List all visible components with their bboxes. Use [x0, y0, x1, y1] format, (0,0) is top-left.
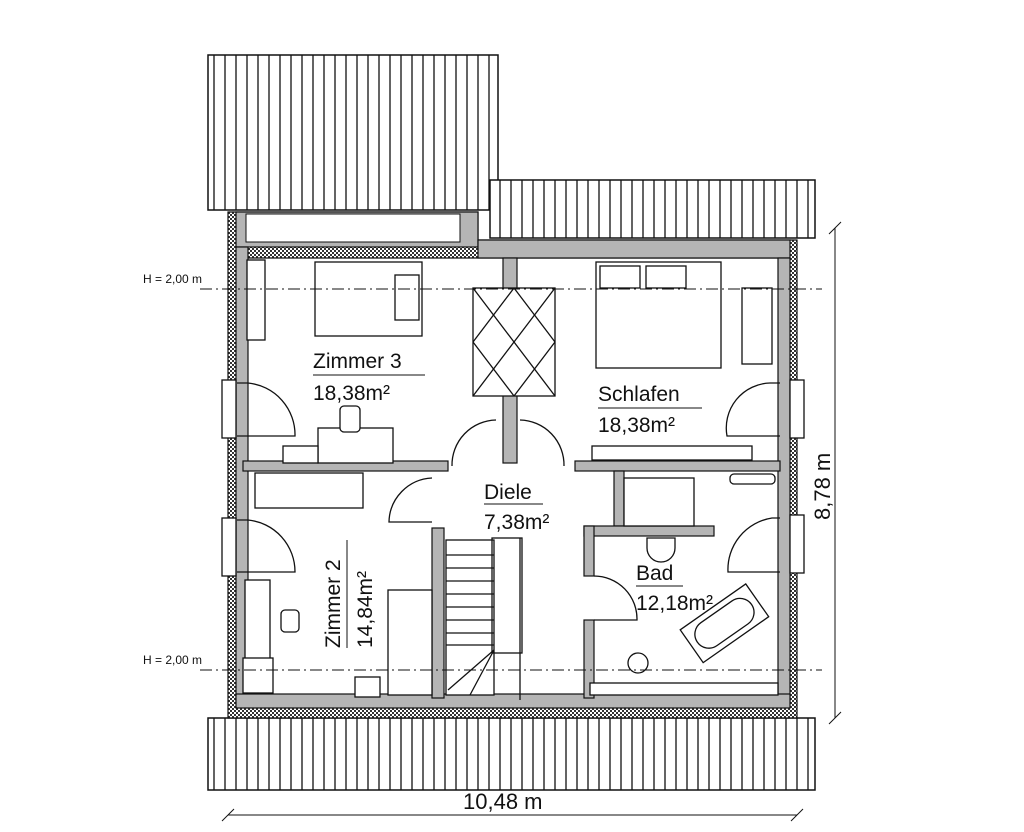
- room-name: Zimmer 3: [313, 350, 402, 373]
- furniture: [242, 259, 779, 698]
- room-name: Zimmer 2: [322, 559, 345, 648]
- roof-bottom: [207, 717, 816, 791]
- staircase: [445, 537, 523, 700]
- room-schlafen: Schlafen 18,38m²: [598, 383, 702, 437]
- room-area: 7,38m²: [484, 511, 549, 534]
- dimension-width: 10,48 m: [221, 789, 804, 822]
- room-area: 18,38m²: [313, 382, 390, 405]
- doors: [237, 382, 780, 621]
- room-area: 12,18m²: [636, 592, 713, 615]
- height-mark-top: H = 2,00 m: [143, 272, 202, 286]
- roof-top-right: [489, 179, 816, 239]
- room-name: Diele: [484, 481, 532, 504]
- roof-top-left: [207, 54, 499, 211]
- room-name: Bad: [636, 562, 673, 585]
- width-label: 10,48 m: [463, 789, 543, 814]
- dimension-depth: 8,78 m: [810, 221, 842, 725]
- height-mark-bottom: H = 2,00 m: [143, 653, 202, 667]
- room-zimmer-2: Zimmer 2 14,84m²: [322, 540, 377, 648]
- windows: [221, 379, 805, 577]
- depth-label: 8,78 m: [810, 453, 835, 520]
- room-zimmer-3: Zimmer 3 18,38m²: [313, 350, 425, 405]
- room-bad: Bad 12,18m²: [636, 562, 713, 615]
- room-area: 18,38m²: [598, 414, 675, 437]
- room-area: 14,84m²: [354, 571, 377, 648]
- room-name: Schlafen: [598, 383, 680, 406]
- height-lines: H = 2,00 m H = 2,00 m: [143, 272, 822, 671]
- room-diele: Diele 7,38m²: [484, 481, 549, 534]
